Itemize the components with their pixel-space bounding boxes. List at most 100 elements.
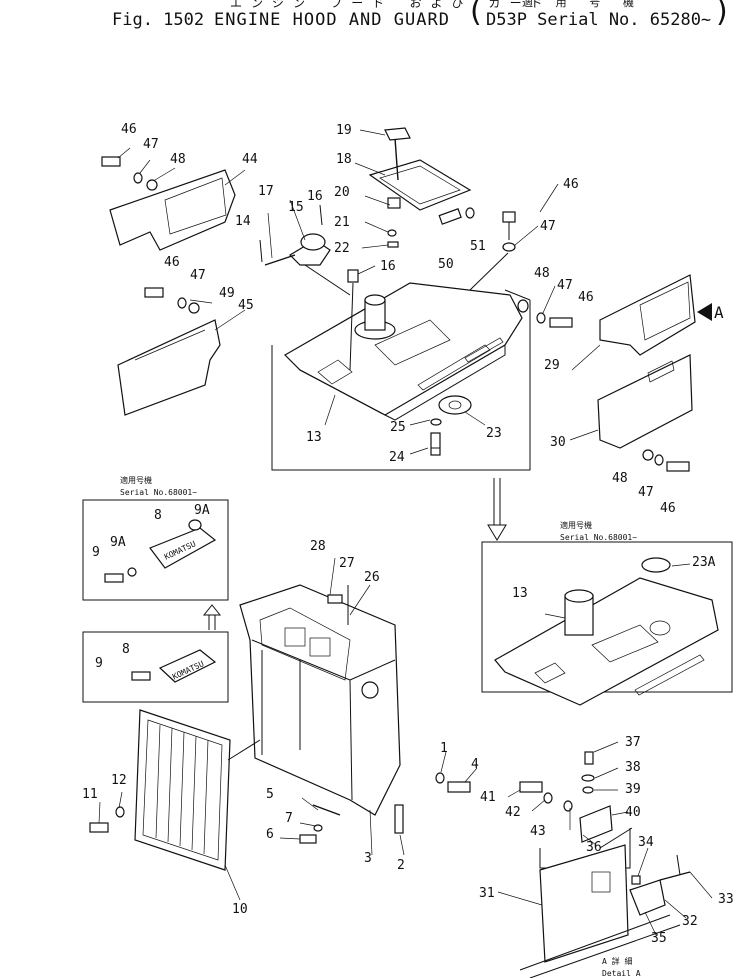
applicable-label-japanese: 適 用 号 機 bbox=[522, 0, 642, 9]
radiator-grille-part-10 bbox=[89, 709, 261, 871]
callout-number: 42 bbox=[505, 805, 521, 820]
callout-number: 36 bbox=[586, 840, 602, 855]
callout-number: 46 bbox=[121, 122, 137, 137]
side-covers-left bbox=[101, 156, 236, 416]
callout-number: 46 bbox=[660, 501, 676, 516]
callout-number: 25 bbox=[390, 420, 406, 435]
callout-number: 26 bbox=[364, 570, 380, 585]
detail-a-group: A 詳 細 Detail A bbox=[519, 751, 691, 978]
callout-number: 16 bbox=[307, 189, 323, 204]
callout-number: 39 bbox=[625, 782, 641, 797]
callout-number: 27 bbox=[339, 556, 355, 571]
callout-number: 7 bbox=[285, 811, 293, 826]
inset-applicable-jp: 適用号機 bbox=[560, 520, 592, 530]
callout-number: 38 bbox=[625, 760, 641, 775]
view-arrow-label: A bbox=[714, 303, 724, 322]
callout-number: 8 bbox=[122, 642, 130, 657]
callout-number: 37 bbox=[625, 735, 641, 750]
side-covers-right: A bbox=[517, 274, 724, 472]
callout-number: 48 bbox=[612, 471, 628, 486]
callout-number: 47 bbox=[540, 219, 556, 234]
callout-leaders bbox=[98, 129, 713, 936]
cover-part-18 bbox=[368, 159, 472, 211]
callout-number: 11 bbox=[82, 787, 98, 802]
callout-number: 8 bbox=[154, 508, 162, 523]
callout-number: 13 bbox=[512, 586, 528, 601]
callout-number: 23 bbox=[486, 426, 502, 441]
radiator-guard-frame-part-1 bbox=[239, 584, 471, 844]
hood-assembly-group bbox=[259, 127, 531, 471]
gasket-part-23a bbox=[641, 557, 671, 573]
figure-number: Fig. 1502 bbox=[112, 10, 205, 30]
close-parenthesis: ) bbox=[716, 0, 728, 29]
callout-number: 50 bbox=[438, 257, 454, 272]
open-parenthesis: ( bbox=[470, 0, 482, 29]
callout-number: 29 bbox=[544, 358, 560, 373]
callout-number: 9A bbox=[110, 535, 126, 550]
callout-number: 16 bbox=[380, 259, 396, 274]
callout-number: 9A bbox=[194, 503, 210, 518]
side-cover-part-30 bbox=[597, 354, 693, 449]
figure-header: エンジン フード および ガード Fig. 1502 ENGINE HOOD A… bbox=[0, 0, 738, 40]
door-part-31 bbox=[539, 844, 629, 963]
detail-label-en: Detail A bbox=[602, 969, 641, 978]
side-cover-part-29 bbox=[599, 274, 696, 356]
callout-number: 24 bbox=[389, 450, 405, 465]
callout-number: 32 bbox=[682, 914, 698, 929]
callout-number: 47 bbox=[143, 137, 159, 152]
callout-number: 20 bbox=[334, 185, 350, 200]
upward-arrow-icon bbox=[202, 604, 222, 630]
callout-number: 17 bbox=[258, 184, 274, 199]
view-arrow-a-icon bbox=[697, 303, 712, 321]
side-cover-part-45 bbox=[117, 319, 221, 416]
callout-number: 43 bbox=[530, 824, 546, 839]
callout-number: 33 bbox=[718, 892, 734, 907]
engine-hood-part-13 bbox=[284, 282, 523, 416]
callout-number: 28 bbox=[310, 539, 326, 554]
callout-number: 47 bbox=[190, 268, 206, 283]
inset-badge-earlier: KOMATSU bbox=[82, 631, 229, 703]
callout-number: 13 bbox=[306, 430, 322, 445]
inset-later-hood: 適用号機 Serial No.68001~ bbox=[481, 520, 733, 706]
callout-number: 15 bbox=[288, 200, 304, 215]
callout-number: 34 bbox=[638, 835, 654, 850]
callout-number: 23A bbox=[692, 555, 716, 570]
callout-number: 46 bbox=[563, 177, 579, 192]
callout-number: 10 bbox=[232, 902, 248, 917]
callout-number: 4 bbox=[471, 757, 479, 772]
inset-badge-later: 適用号機 Serial No.68001~ KOMATSU bbox=[82, 475, 229, 601]
figure-title-japanese: エンジン フード および ガード bbox=[230, 0, 552, 10]
figure-title: ENGINE HOOD AND GUARD bbox=[214, 10, 450, 30]
callout-number: 46 bbox=[164, 255, 180, 270]
callout-number: 35 bbox=[651, 931, 667, 946]
callout-number: 46 bbox=[578, 290, 594, 305]
callout-number: 31 bbox=[479, 886, 495, 901]
down-arrow-icon bbox=[487, 478, 507, 541]
callout-number: 30 bbox=[550, 435, 566, 450]
detail-label-jp: A 詳 細 bbox=[602, 956, 632, 966]
callout-number: 9 bbox=[92, 545, 100, 560]
callout-number: 49 bbox=[219, 286, 235, 301]
callout-number: 3 bbox=[364, 851, 372, 866]
callout-number: 40 bbox=[625, 805, 641, 820]
callout-number: 47 bbox=[557, 278, 573, 293]
callout-number: 6 bbox=[266, 827, 274, 842]
callout-number: 51 bbox=[470, 239, 486, 254]
callout-number: 1 bbox=[440, 741, 448, 756]
callout-number: 14 bbox=[235, 214, 251, 229]
callout-number: 19 bbox=[336, 123, 352, 138]
callout-number: 5 bbox=[266, 787, 274, 802]
callout-number: 47 bbox=[638, 485, 654, 500]
callout-number: 48 bbox=[534, 266, 550, 281]
callout-number: 18 bbox=[336, 152, 352, 167]
side-cover-part-44 bbox=[109, 169, 236, 251]
callout-number: 45 bbox=[238, 298, 254, 313]
inset-serial-label: Serial No.68001~ bbox=[560, 533, 637, 542]
callout-number: 41 bbox=[480, 790, 496, 805]
callout-number: 9 bbox=[95, 656, 103, 671]
gasket-part-23 bbox=[438, 395, 472, 415]
callout-number: 22 bbox=[334, 241, 350, 256]
callout-number: 48 bbox=[170, 152, 186, 167]
